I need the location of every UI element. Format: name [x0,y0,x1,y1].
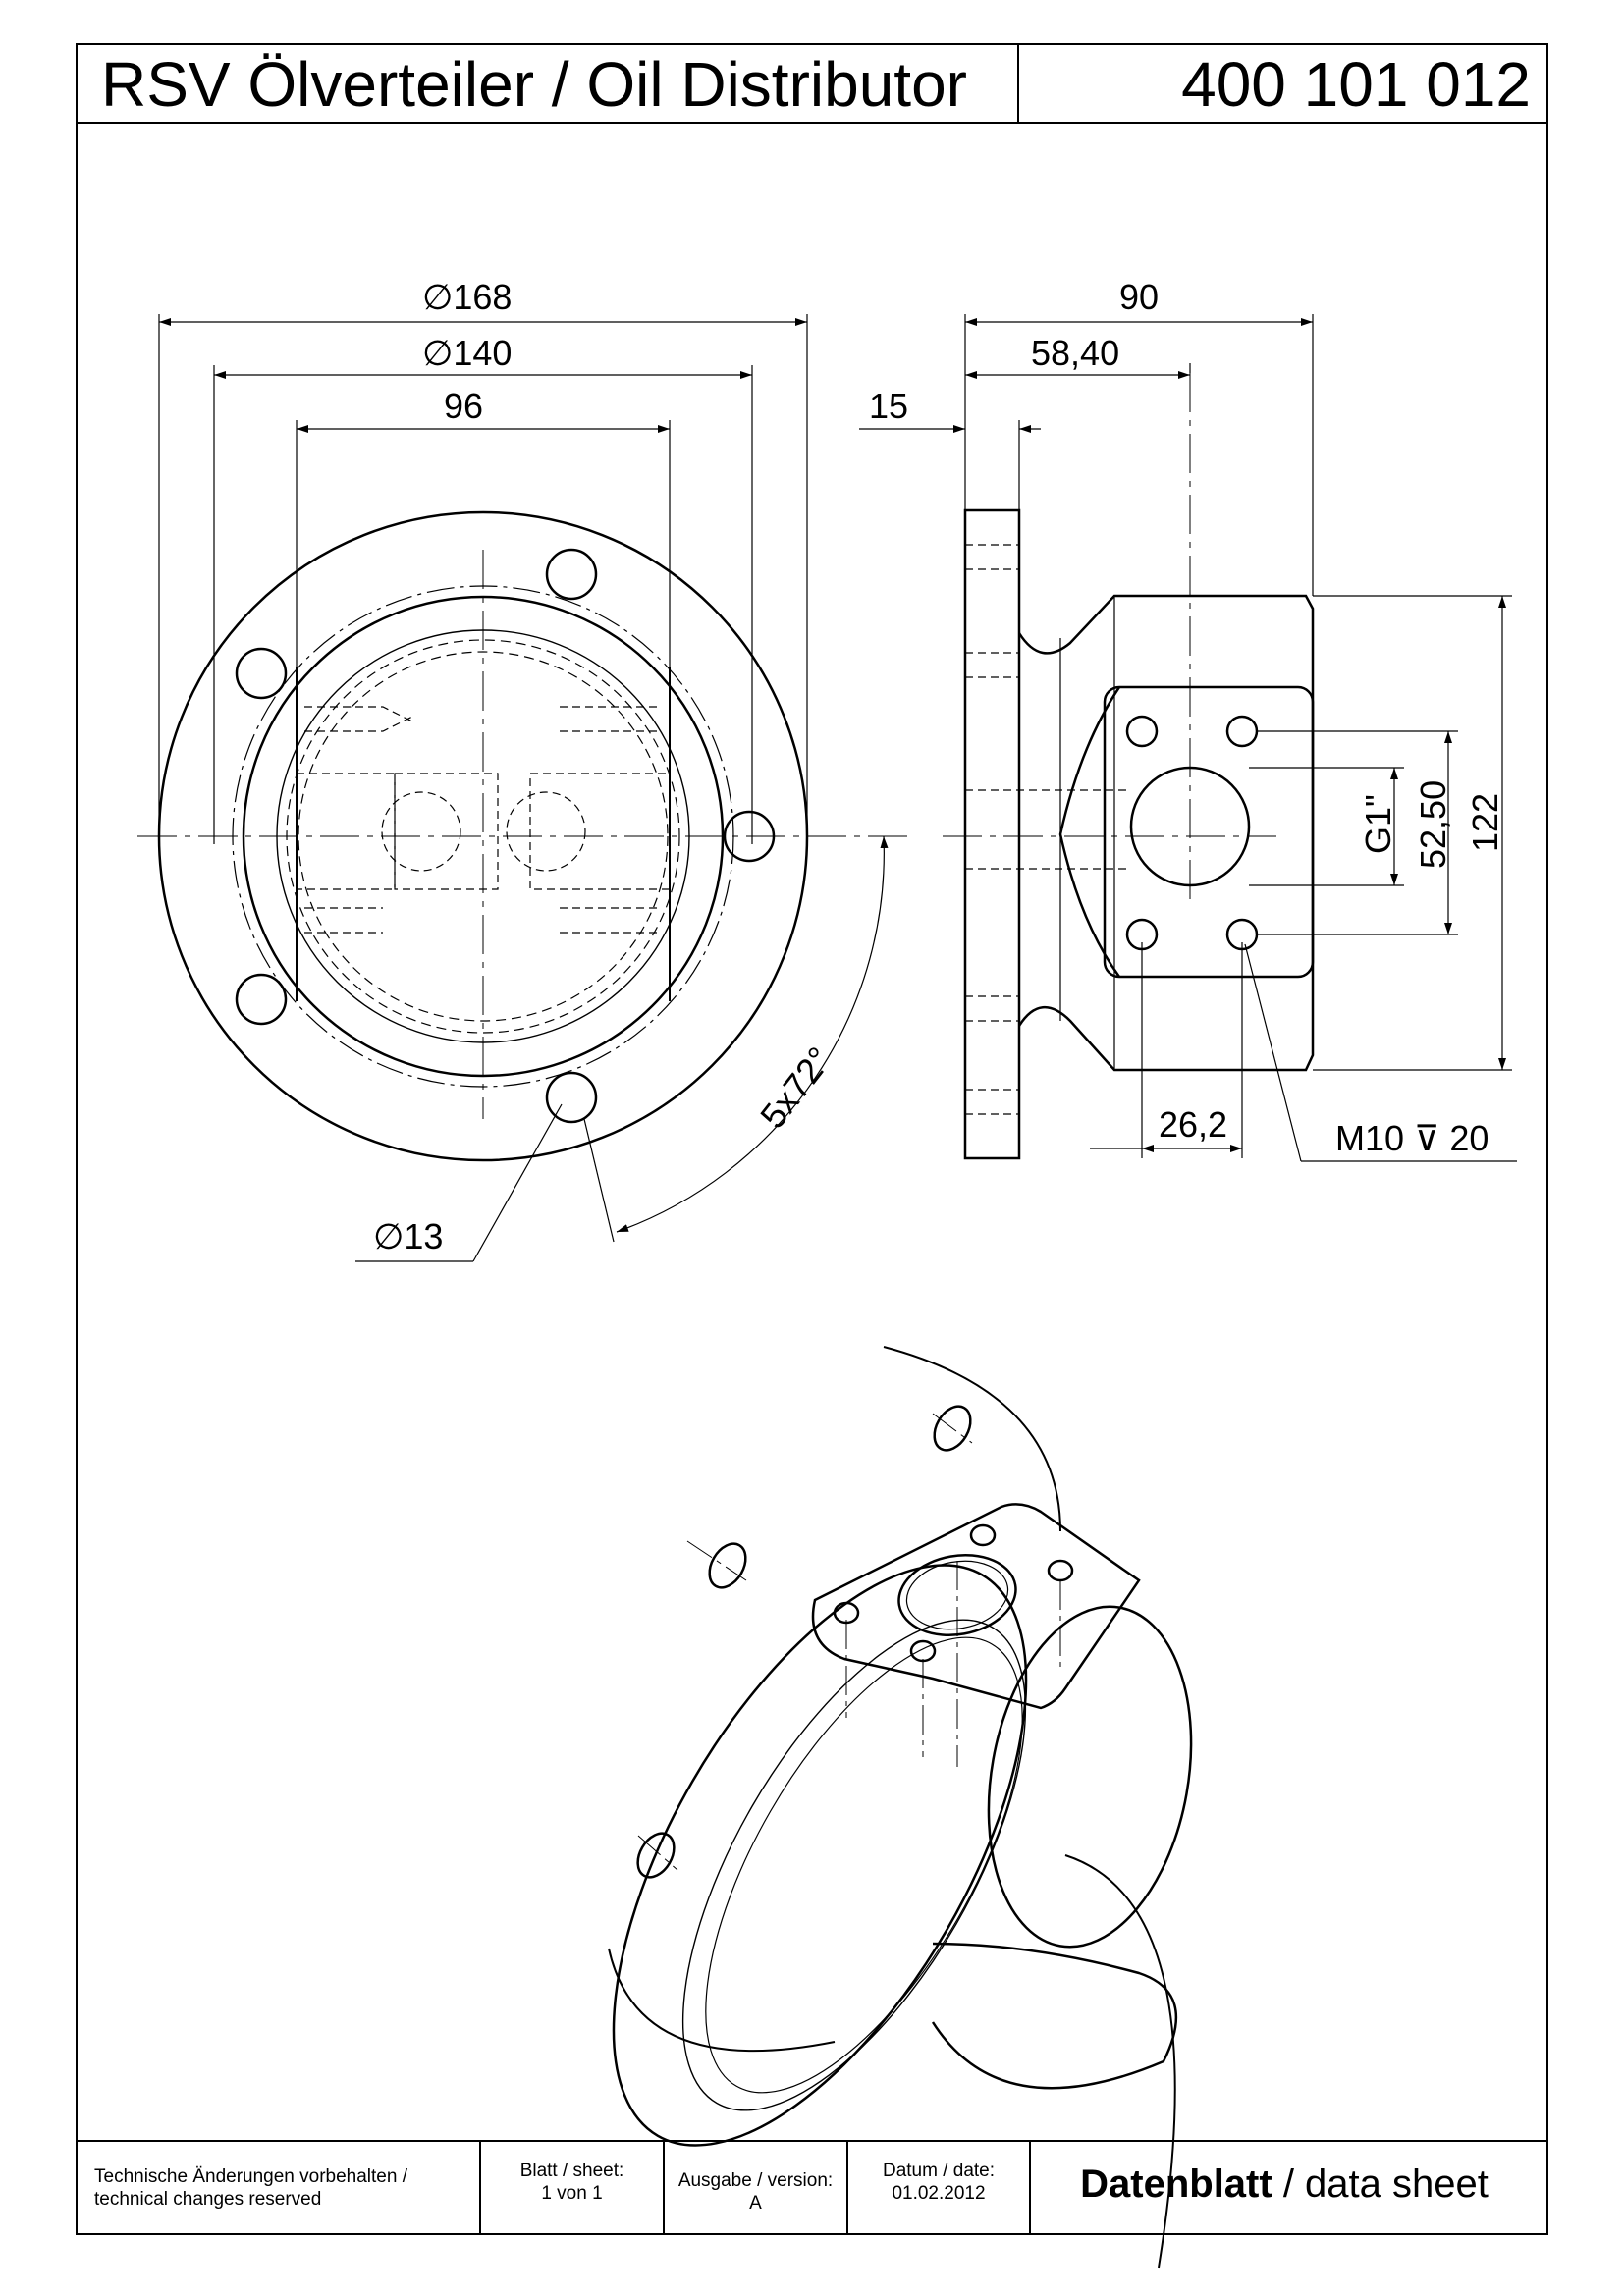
sheet-info: Blatt / sheet: 1 von 1 [481,2160,663,2205]
footer-col-divider [663,2140,665,2235]
footer-divider [76,2140,1548,2142]
dim-26-2: 26,2 [1159,1104,1227,1145]
version-info: Ausgabe / version: A [665,2169,846,2215]
drawing-title: RSV Ölverteiler / Oil Distributor [101,49,967,120]
drawing-frame [76,43,1548,2235]
date-label: Datum / date: [882,2161,996,2181]
dim-96: 96 [444,386,483,426]
date-info: Datum / date: 01.02.2012 [848,2160,1029,2205]
dim-g1: G1" [1358,794,1398,854]
dim-d140: ∅140 [422,333,512,373]
dim-angle: 5x72° [752,1040,839,1136]
datasheet-label: Datenblatt / data sheet [1029,2160,1540,2209]
dim-m10: M10 ⊽ 20 [1335,1118,1489,1158]
footer-col-divider [1029,2140,1031,2235]
dim-52-50: 52,50 [1413,780,1453,869]
datasheet-bold: Datenblatt [1080,2163,1272,2206]
footer-note-line2: technical changes reserved [94,2189,322,2210]
version-label: Ausgabe / version: [677,2170,834,2191]
dim-122: 122 [1465,793,1505,852]
dim-d13: ∅13 [373,1216,443,1256]
dimension-labels: ∅168 ∅140 96 90 58,40 15 26,2 M10 ⊽ 20 ∅… [373,277,1505,1256]
side-view [859,314,1517,1162]
version-value: A [749,2193,762,2214]
dim-58-40: 58,40 [1031,333,1119,373]
dim-15: 15 [869,386,908,426]
datasheet-rest: / data sheet [1272,2163,1489,2206]
part-number: 400 101 012 [1181,49,1531,120]
dim-d168: ∅168 [422,277,512,317]
header-divider [76,122,1548,124]
isometric-view [608,1346,1193,2269]
header-column-divider [1017,43,1019,123]
dim-90: 90 [1119,277,1159,317]
footer-note-line1: Technische Änderungen vorbehalten / [94,2166,408,2187]
sheet-label: Blatt / sheet: [519,2161,624,2181]
date-value: 01.02.2012 [892,2183,986,2204]
footer-col-divider [479,2140,481,2235]
footer-note: Technische Änderungen vorbehalten / tech… [94,2165,477,2211]
footer-col-divider [846,2140,848,2235]
sheet-value: 1 von 1 [541,2183,603,2204]
front-view [137,314,913,1262]
